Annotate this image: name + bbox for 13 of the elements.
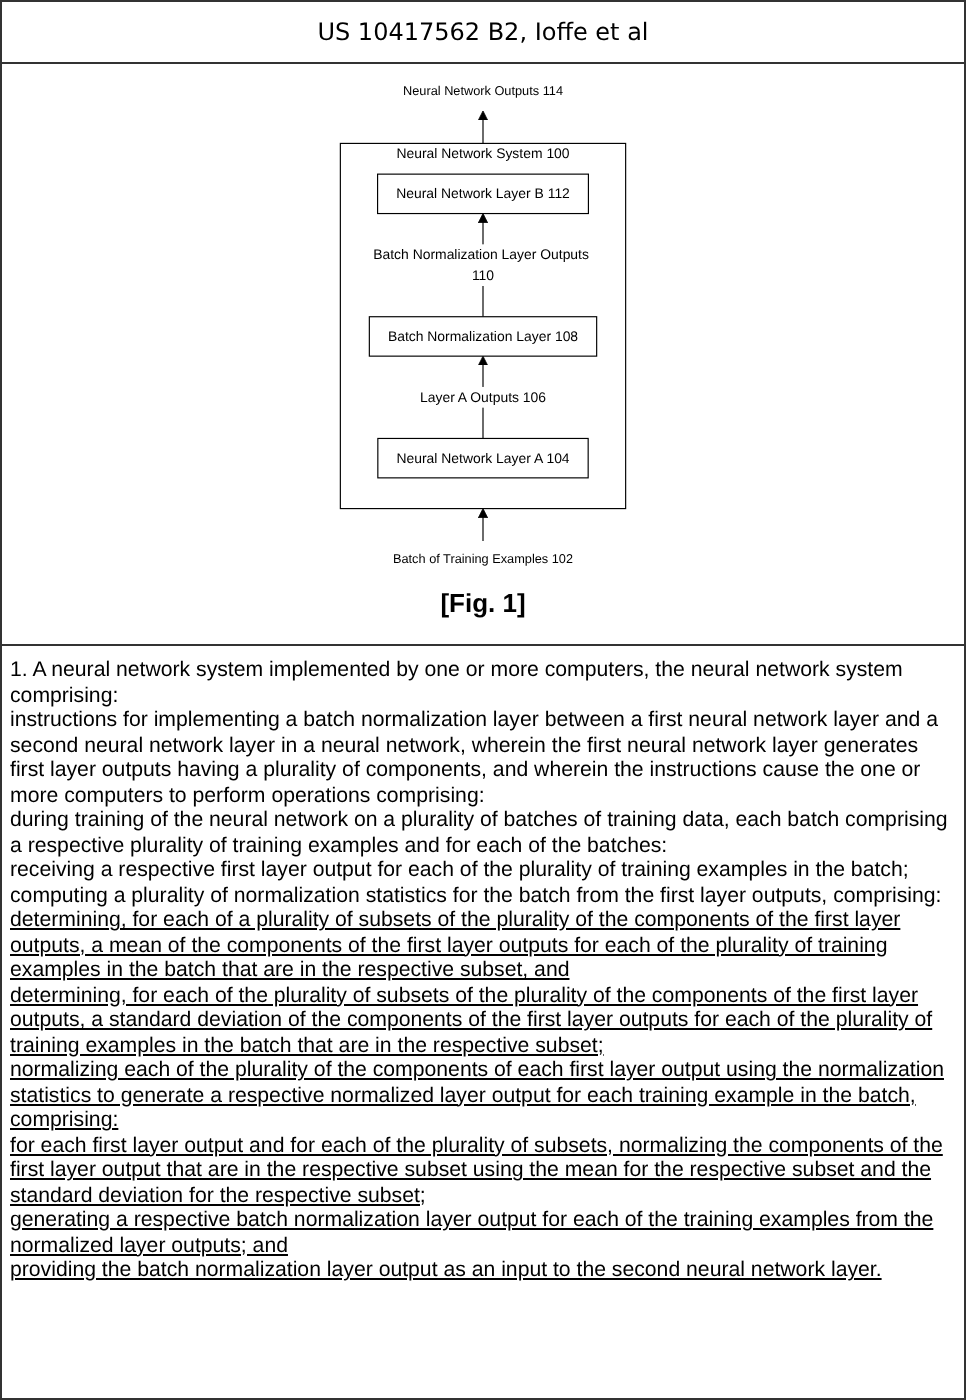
claim-text: receiving a respective first layer output for each of the plurality of training examples in the batch; bbox=[10, 858, 911, 883]
claim-text: providing the batch normalization layer output as an input to the second neural network layer. bbox=[10, 1258, 884, 1283]
claim-text: during training of the neural network on a plurality of batches of training data, each batch comprising a respective plurality of training examples and for each of the batches: bbox=[10, 808, 950, 858]
claim-text: normalizing each of the plurality of the components of each first layer output using the normalization statistics to generate a respective normalized layer output for each training example in the batch, comprising: bbox=[10, 1058, 946, 1133]
arrow bbox=[477, 110, 489, 144]
claim-text: determining, for each of the plurality of subsets of the plurality of the components of the first layer outputs, a standard deviation of the components of the first layer outputs for each of the plurality of training examples in the batch that are in the respective subset; bbox=[10, 983, 935, 1058]
page-header: US 10417562 B2, Ioffe et al bbox=[2, 2, 964, 64]
claim-text: computing a plurality of normalization statistics for the batch from the first layer outputs, comprising: bbox=[10, 883, 944, 908]
arrow bbox=[477, 508, 489, 542]
figure-caption: [Fig. 1] bbox=[438, 588, 528, 618]
claim-text: 1. A neural network system implemented by one or more computers, the neural network system comprising: bbox=[10, 658, 905, 708]
claim-text: instructions for implementing a batch normalization layer between a first neural network layer and a second neural network layer in a neural network, wherein the first neural network layer generates first layer outputs having a plurality of components, and wherein the instructions cause the one or more computers to perform operations comprising: bbox=[10, 708, 941, 808]
claim-text: for each first layer output and for each of the plurality of subsets, normalizing the components of the first layer output that are in the respective subset using the mean for the respective subset and the standard deviation for the respective subset; bbox=[10, 1133, 945, 1208]
